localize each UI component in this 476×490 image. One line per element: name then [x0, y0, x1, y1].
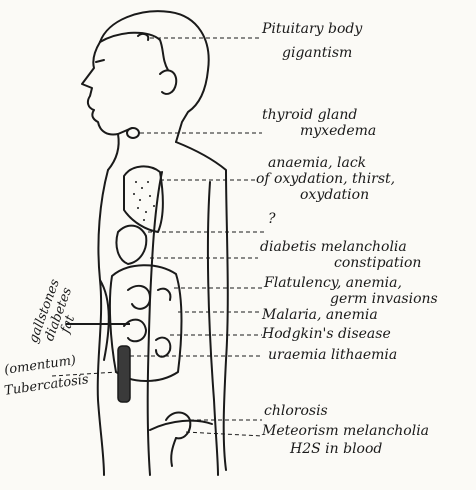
label-pancreas-line1: diabetis melancholia [260, 240, 407, 255]
thyroid-gland [127, 128, 139, 138]
label-stomach-line2: germ invasions [330, 292, 438, 307]
lung-dots [133, 181, 155, 221]
pituitary-mark [138, 34, 148, 40]
ear [160, 70, 176, 94]
intestine-loop-3 [156, 338, 170, 357]
intestine-loop-1 [128, 286, 150, 309]
label-pituitary-line2: gigantism [282, 46, 352, 61]
label-kidney: uraemia lithaemia [268, 348, 397, 363]
label-thyroid-line2: myxedema [300, 124, 376, 139]
intestine-loop-2 [124, 320, 146, 342]
label-spleen: Malaria, anemia [262, 308, 378, 323]
label-lungs-line1: anaemia, lack [268, 156, 366, 171]
label-pituitary-line1: Pituitary body [262, 22, 362, 37]
label-pancreas-line2: constipation [334, 256, 421, 271]
label-lungs-line3: oxydation [300, 188, 369, 203]
label-stomach-line1: Flatulency, anemia, [264, 276, 402, 291]
label-pelvis-line1: chlorosis [264, 404, 328, 419]
neck-front [108, 134, 119, 170]
label-heart: ? [268, 212, 276, 227]
heart [116, 226, 146, 264]
pelvis-organ-2 [171, 438, 176, 466]
front-torso [98, 170, 108, 475]
label-pelvis-line3: H2S in blood [290, 442, 382, 457]
label-lungs-line2: of oxydation, thirst, [256, 172, 395, 187]
intestine-loop-4 [158, 289, 170, 300]
label-lymph: Hodgkin's disease [262, 327, 391, 342]
arm-back [208, 182, 218, 475]
head-outline [100, 11, 209, 142]
eye [96, 60, 104, 62]
pelvis-organ [166, 413, 190, 439]
hand-line [150, 421, 212, 430]
label-thyroid-line1: thyroid gland [262, 108, 357, 123]
kidney [118, 346, 130, 402]
label-pelvis-line2: Meteorism melancholia [262, 424, 429, 439]
face-profile [82, 42, 132, 135]
